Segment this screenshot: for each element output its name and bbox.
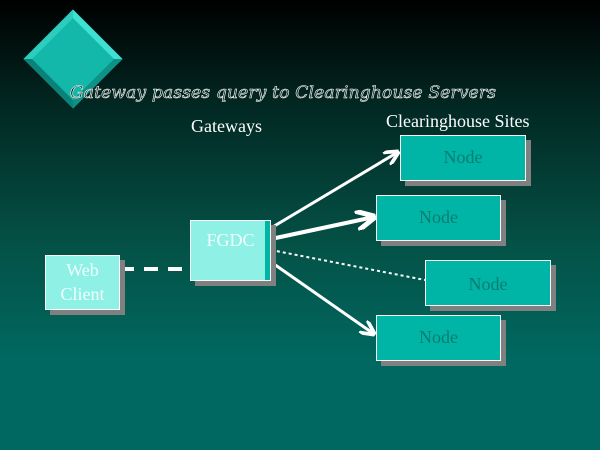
web-client-label-line1: Web	[66, 260, 99, 281]
fgdc-gateway-box: FGDC	[190, 220, 271, 281]
clearinghouse-sites-header: Clearinghouse Sites	[386, 111, 530, 131]
gateways-header: Gateways	[191, 116, 262, 136]
site-node-4: Node	[376, 315, 501, 361]
edge-fgdc-to-node-1	[270, 152, 398, 230]
site-node-label: Node	[419, 327, 458, 348]
slide-title: Gateway passes query to Clearinghouse Se…	[70, 83, 497, 104]
site-node-label: Node	[419, 207, 458, 228]
web-client-box: Web Client	[45, 255, 120, 310]
site-node-2: Node	[376, 195, 501, 241]
edge-fgdc-to-node-2	[270, 217, 374, 241]
site-node-1: Node	[400, 135, 526, 181]
edge-fgdc-to-node-3	[270, 249, 426, 281]
web-client-label-line2: Client	[60, 283, 105, 304]
fgdc-accent-bar	[265, 221, 270, 280]
site-node-label: Node	[443, 147, 483, 168]
site-node-label: Node	[468, 274, 508, 295]
fgdc-label: FGDC	[206, 229, 255, 250]
site-node-3: Node	[425, 260, 551, 306]
edge-fgdc-to-node-4	[270, 260, 374, 334]
